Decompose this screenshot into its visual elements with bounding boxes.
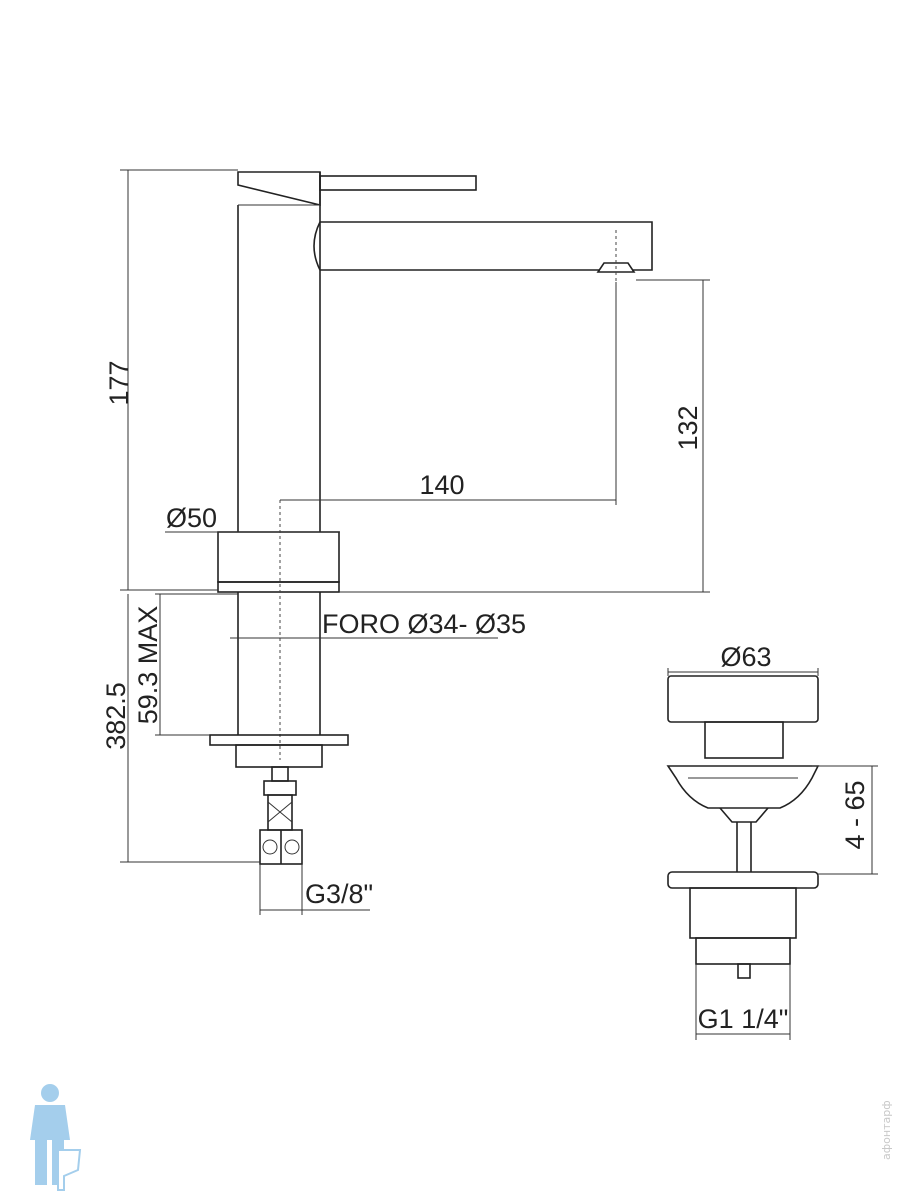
dim-plug-range: 4 - 65 (840, 780, 870, 849)
dim-body-diameter: Ø50 (166, 503, 217, 533)
dim-hole-diameter: FORO Ø34- Ø35 (322, 609, 526, 639)
dim-plug-diameter: Ø63 (720, 642, 771, 672)
dim-waste-thread: G1 1/4" (698, 1004, 789, 1034)
dim-spout-reach: 140 (419, 470, 464, 500)
dim-spout-height: 132 (673, 405, 703, 450)
faucet-dimensions (120, 169, 710, 915)
faucet-shank (209, 592, 349, 865)
waste-dimensions (667, 668, 878, 1040)
watermark-text: афонтарф (880, 1100, 893, 1160)
plumber-logo (30, 1084, 82, 1191)
faucet-body (217, 171, 653, 760)
dim-hose-length: 382.5 (101, 682, 131, 750)
waste-plug (666, 675, 820, 979)
dim-total-height: 177 (104, 360, 134, 405)
dim-deck-max: 59.3 MAX (133, 606, 163, 725)
dim-hose-thread: G3/8" (305, 879, 373, 909)
